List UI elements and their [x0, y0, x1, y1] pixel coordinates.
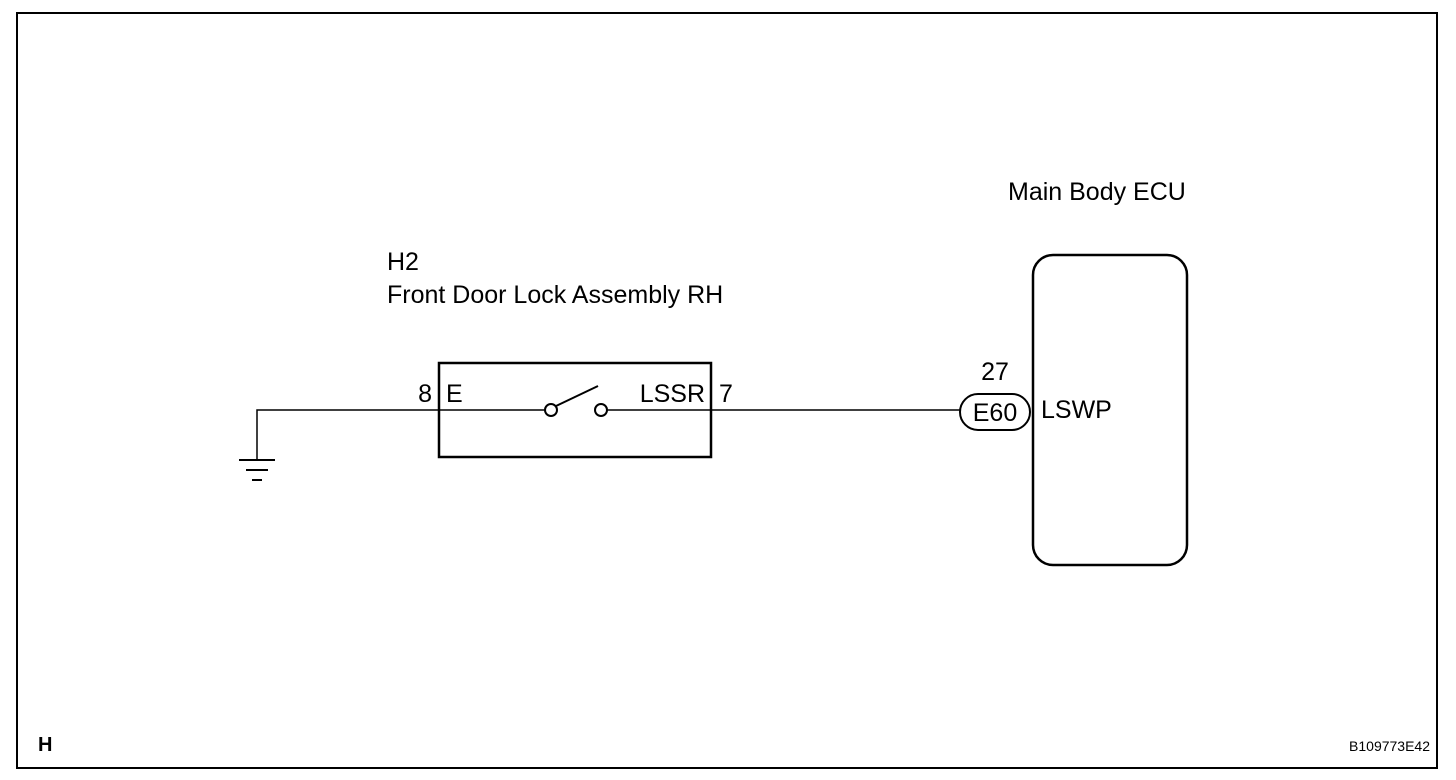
switch-contact-right: [594, 403, 608, 417]
ecu-box: [1031, 253, 1189, 567]
ground-wire: [256, 409, 439, 460]
diagram-frame: [16, 12, 1438, 769]
terminal-label-left: E: [446, 380, 463, 408]
pin-label-right: 7: [719, 380, 733, 408]
ecu-pin-number: 27: [981, 358, 1009, 386]
corner-letter: H: [38, 734, 52, 756]
connector-oval: [959, 393, 1031, 431]
component-code: H2: [387, 248, 419, 276]
ground-symbol: [239, 459, 275, 481]
figure-id: B109773E42: [1349, 738, 1430, 754]
connector-code: E60: [973, 399, 1017, 427]
pin-label-left: 8: [418, 380, 432, 408]
component-name: Front Door Lock Assembly RH: [387, 281, 723, 309]
terminal-label-right: LSSR: [640, 380, 705, 408]
ecu-title: Main Body ECU: [1008, 178, 1186, 206]
switch-contact-left: [544, 403, 558, 417]
switch-blade: [555, 385, 599, 407]
ecu-terminal-label: LSWP: [1041, 396, 1112, 424]
